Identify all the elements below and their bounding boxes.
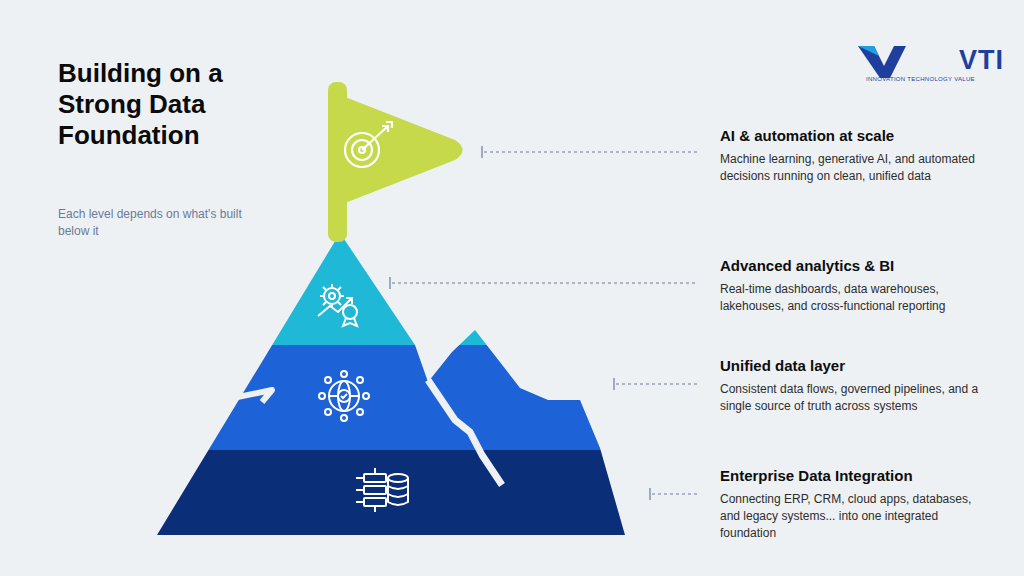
level-heading: Unified data layer (720, 356, 990, 376)
database-icon (356, 468, 408, 512)
network-icon (319, 371, 369, 421)
diagram-title: Building on a Strong Data Foundation (58, 58, 258, 151)
level-text-block: Advanced analytics & BI Real-time dashboa… (720, 256, 990, 315)
flag (340, 95, 463, 205)
level-description: Real-time dashboards, data warehouses, l… (720, 281, 990, 315)
gear-icon (318, 284, 357, 326)
leader-line (390, 146, 697, 500)
logo-tagline: INNOVATION TECHNOLOGY VALUE (866, 76, 975, 82)
subtitle: Each level depends on what's built below… (58, 206, 243, 240)
level-description: Consistent data flows, governed pipeline… (720, 381, 990, 415)
level-text-block: Enterprise Data IntegrationConnecting ER… (720, 466, 990, 542)
level-text-block: Unified data layerConsistent data flows,… (720, 356, 990, 415)
level-description: Machine learning, generative AI, and aut… (720, 151, 990, 185)
mountain-bands (100, 220, 700, 540)
level-description: Connecting ERP, CRM, cloud apps, databas… (720, 491, 990, 542)
logo-text: VTI (959, 46, 1004, 74)
crack (185, 390, 272, 408)
target-icon (345, 122, 392, 167)
level-heading: Advanced analytics & BI (720, 256, 990, 276)
level-heading: AI & automation at scale (720, 126, 990, 146)
logo-mark (858, 46, 906, 78)
crack (428, 380, 502, 485)
level-text-block: AI & automation at scaleMachine learning… (720, 126, 990, 185)
level-heading: Enterprise Data Integration (720, 466, 990, 486)
